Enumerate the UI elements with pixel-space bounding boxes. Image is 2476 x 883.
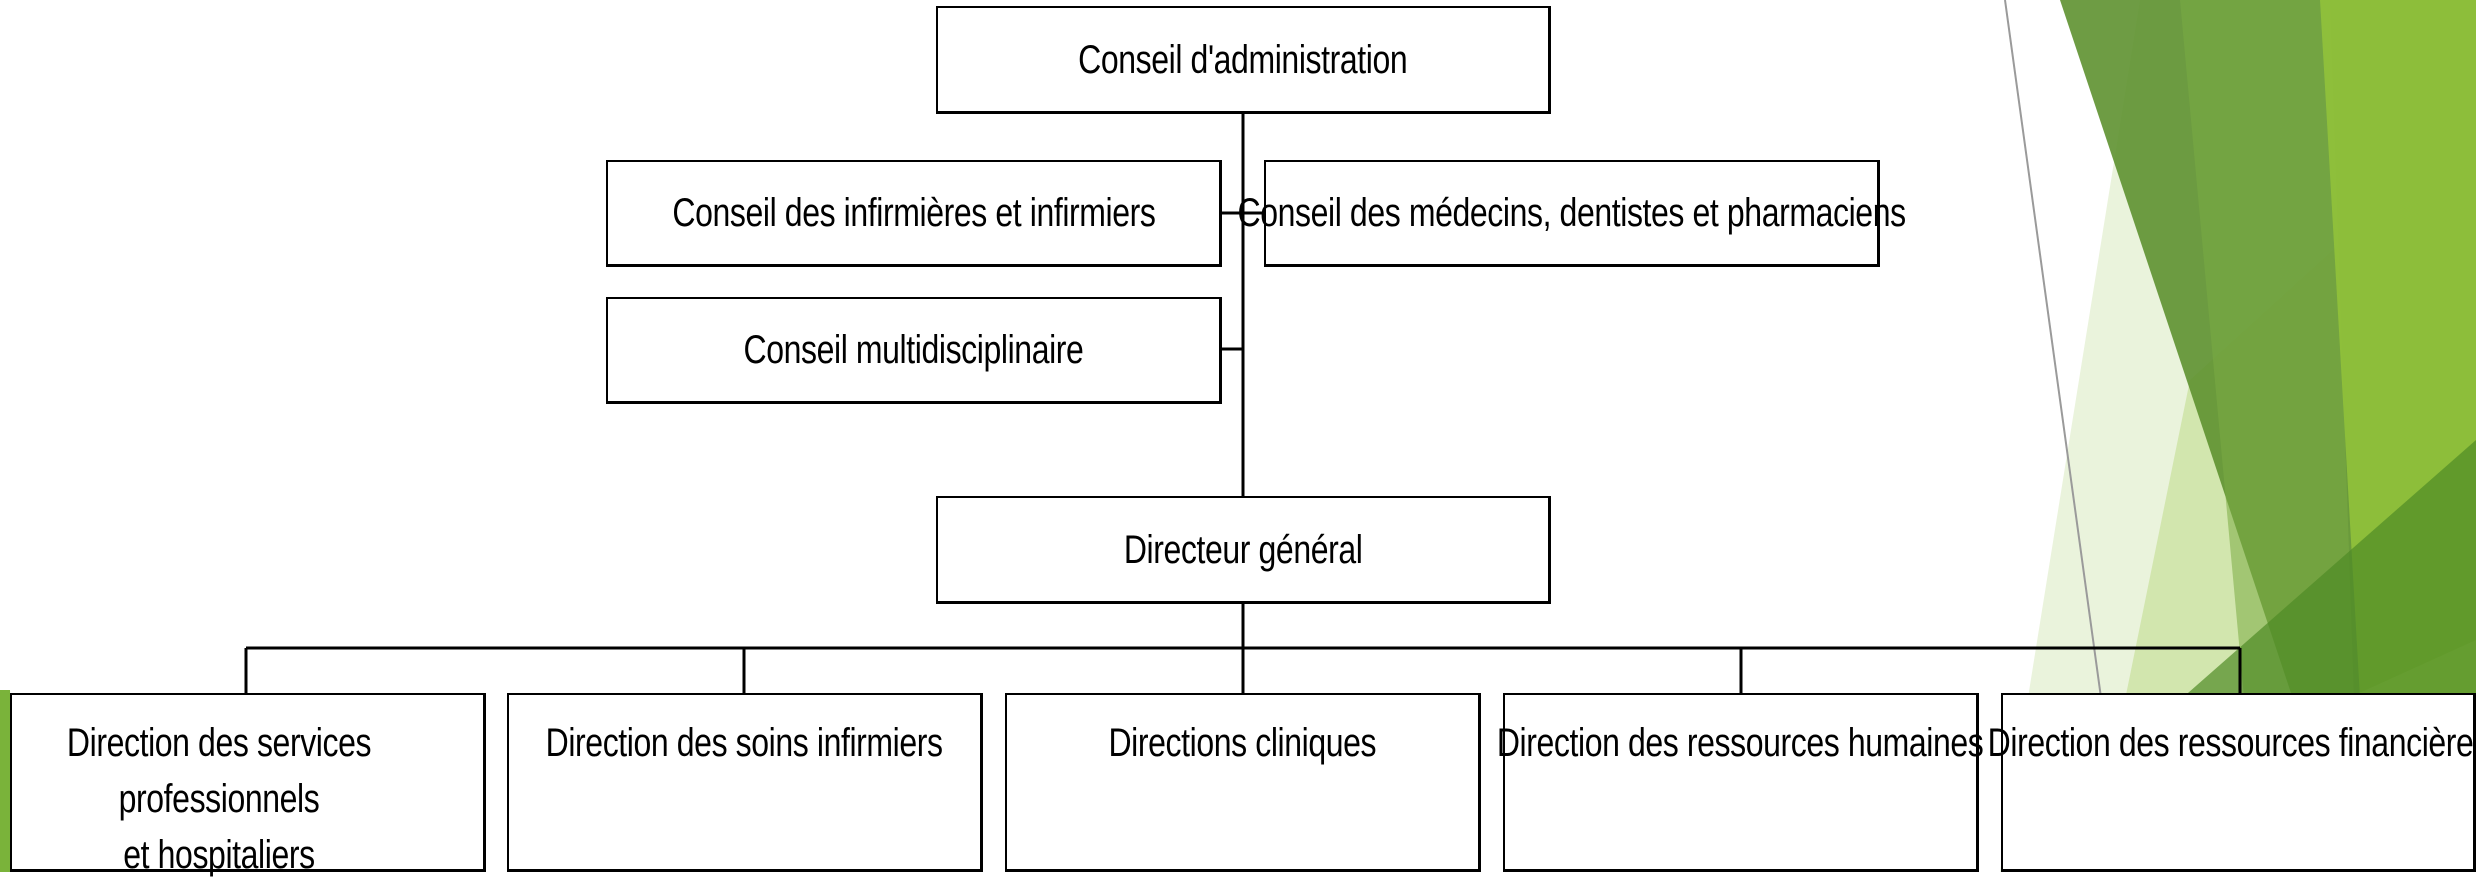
- node-label: Direction des ressources humaines: [1497, 721, 1984, 765]
- node-conseil-administration: Conseil d'administration: [936, 6, 1551, 114]
- node-label-line2: et hospitaliers: [123, 833, 315, 877]
- node-conseil-medecins: Conseil des médecins, dentistes et pharm…: [1237, 160, 1906, 267]
- node-label: Direction des soins infirmiers: [545, 721, 944, 765]
- node-label-line1: Direction des services professionnels: [66, 721, 372, 821]
- node-direction-rf: Direction des ressources financières: [1987, 693, 2476, 872]
- node-label: Conseil d'administration: [1078, 37, 1408, 82]
- node-label: Conseil des infirmières et infirmiers: [671, 191, 1156, 235]
- node-direction-soins: Direction des soins infirmiers: [507, 693, 983, 872]
- node-conseil-multidisciplinaire: Conseil multidisciplinaire: [606, 297, 1222, 404]
- node-directeur-general: Directeur général: [936, 496, 1551, 604]
- node-direction-services: Direction des services professionnels et…: [10, 693, 486, 877]
- node-label: Directeur général: [1123, 527, 1363, 572]
- bg-shape-left-sliver: [0, 690, 12, 872]
- node-label: Direction des services professionnels et…: [8, 715, 430, 883]
- node-direction-rh: Direction des ressources humaines: [1497, 693, 1984, 872]
- node-label: Direction des ressources financières: [1987, 721, 2476, 765]
- node-label: Conseil des médecins, dentistes et pharm…: [1237, 191, 1906, 235]
- node-label: Directions cliniques: [1108, 721, 1377, 765]
- node-conseil-infirmieres: Conseil des infirmières et infirmiers: [606, 160, 1222, 267]
- node-directions-cliniques: Directions cliniques: [1005, 693, 1481, 872]
- node-label: Conseil multidisciplinaire: [743, 328, 1084, 372]
